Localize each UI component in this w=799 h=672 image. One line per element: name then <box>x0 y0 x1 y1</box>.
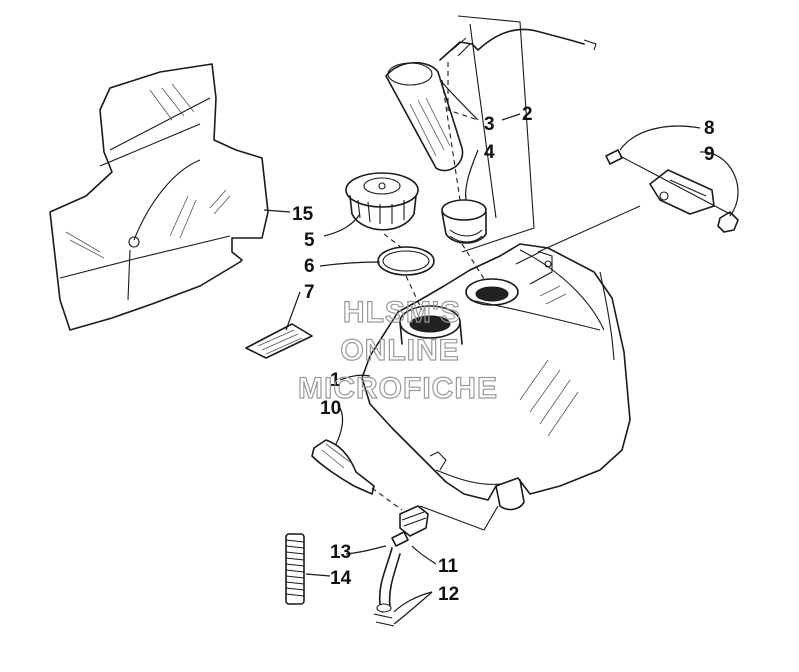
grommet-part <box>441 199 487 244</box>
fuel-tank-part <box>361 243 631 511</box>
fuel-cap-part <box>345 172 419 231</box>
callout-7: 7 <box>304 282 315 303</box>
callout-9: 9 <box>704 144 715 165</box>
mounting-bracket-part <box>605 149 739 233</box>
callout-11: 11 <box>438 556 459 577</box>
callout-3: 3 <box>484 114 495 135</box>
callout-13: 13 <box>330 542 351 563</box>
callout-6: 6 <box>304 256 315 277</box>
watermark: HLSM'S ONLINE MICROFICHE <box>297 295 498 405</box>
o-ring-inner <box>382 250 430 272</box>
watermark-line-1: HLSM'S <box>343 296 461 329</box>
fuel-gauge-sender-part <box>385 28 597 172</box>
callout-5: 5 <box>304 230 315 251</box>
fuel-hose-part <box>373 547 401 627</box>
callout-4: 4 <box>484 142 495 163</box>
callout-14: 14 <box>330 568 352 589</box>
callout-1: 1 <box>330 370 341 391</box>
watermark-line-3: MICROFICHE <box>298 372 498 405</box>
callout-10: 10 <box>320 398 341 419</box>
callout-12: 12 <box>438 584 459 605</box>
leader-lines <box>263 15 739 625</box>
watermark-line-2: ONLINE <box>340 334 459 367</box>
vent-fitting-part <box>311 439 375 495</box>
callout-2: 2 <box>522 104 533 125</box>
callout-8: 8 <box>704 118 715 139</box>
spring-sleeve-part <box>285 533 305 605</box>
o-ring-part <box>377 246 435 276</box>
callout-15: 15 <box>292 204 314 225</box>
decal-part <box>245 323 313 359</box>
fuel-fitting-part <box>391 505 429 547</box>
side-shield-part <box>49 63 269 331</box>
